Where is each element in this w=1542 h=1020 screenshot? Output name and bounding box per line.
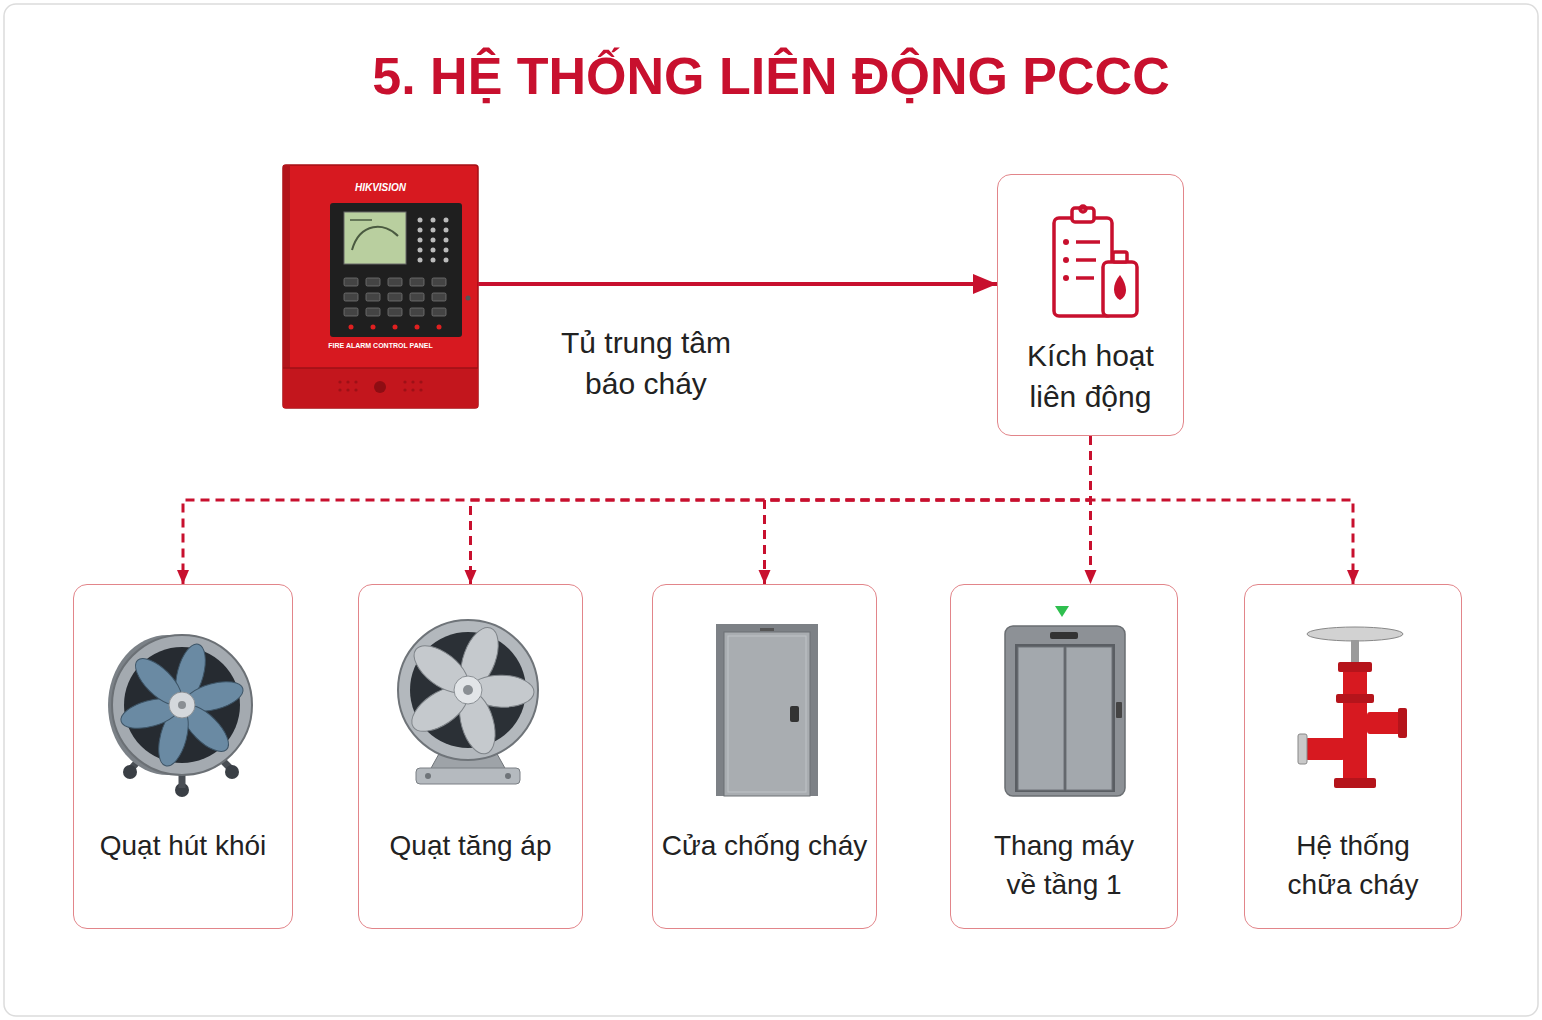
control-panel: HIKVISIONFIRE ALARM CONTROL PANELTủ trun… bbox=[283, 165, 478, 408]
elevator-drawing bbox=[1005, 606, 1125, 796]
checklist-extinguisher-icon bbox=[1054, 206, 1137, 316]
box-label: Quạt hút khói bbox=[100, 827, 267, 866]
dashed-connector bbox=[183, 436, 1091, 584]
device-box: Thang máy về tầng 1 bbox=[950, 584, 1178, 929]
diagram-title: 5. HỆ THỐNG LIÊN ĐỘNG PCCC bbox=[0, 50, 1542, 102]
brand-label: HIKVISION bbox=[283, 181, 478, 195]
fire-alarm-panel-drawing bbox=[283, 165, 478, 408]
dashed-connector bbox=[1091, 436, 1354, 584]
panel-caption: Tủ trung tâm báo cháy bbox=[541, 323, 751, 407]
page-frame bbox=[4, 4, 1538, 1016]
box-label: Thang máy về tầng 1 bbox=[984, 827, 1144, 904]
box-label: Cửa chống cháy bbox=[662, 827, 868, 866]
box-label: Quạt tăng áp bbox=[390, 827, 552, 866]
dashed-connector bbox=[765, 436, 1091, 584]
fire-valve-drawing bbox=[1298, 627, 1407, 788]
device-box: Quạt hút khói bbox=[73, 584, 293, 929]
dashed-connector bbox=[471, 436, 1091, 584]
box-label: Kích hoạt liên động bbox=[1003, 335, 1178, 418]
panel-label: FIRE ALARM CONTROL PANEL bbox=[283, 341, 478, 351]
device-box: Hệ thống chữa cháy bbox=[1244, 584, 1462, 929]
trigger-box: Kích hoạt liên động bbox=[997, 174, 1184, 436]
signal-arrow bbox=[478, 282, 997, 286]
device-box: Quạt tăng áp bbox=[358, 584, 583, 929]
fire-door-drawing bbox=[716, 624, 818, 796]
smoke-exhaust-fan-drawing bbox=[108, 635, 252, 797]
pressurization-fan-drawing bbox=[398, 620, 538, 784]
checklist-marks bbox=[1063, 239, 1126, 300]
device-box: Cửa chống cháy bbox=[652, 584, 877, 929]
box-label: Hệ thống chữa cháy bbox=[1273, 827, 1433, 904]
